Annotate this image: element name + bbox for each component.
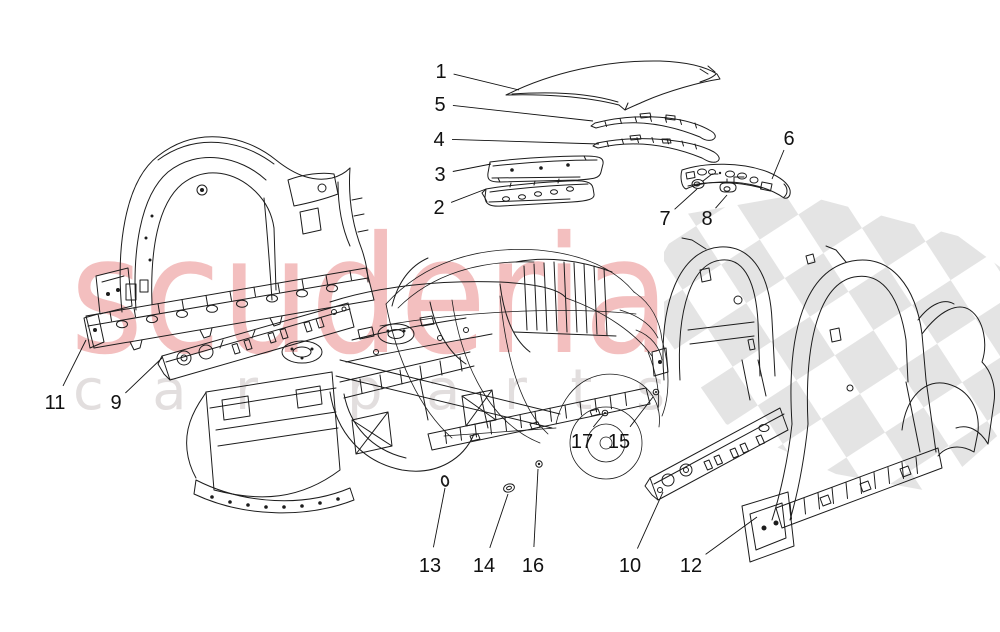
fastener-bolt-15 — [652, 388, 660, 396]
callout-leader-5 — [452, 104, 594, 122]
fastener-clip-14 — [503, 483, 515, 493]
callout-leader-1 — [453, 73, 520, 91]
callout-leader-11 — [62, 339, 87, 387]
part-side-panel-inner — [644, 237, 789, 501]
callout-leader-7 — [674, 188, 698, 210]
callout-number-8: 8 — [701, 208, 712, 230]
callout-number-10: 10 — [619, 555, 641, 577]
part-rear-header-rail — [680, 163, 791, 199]
callout-number-2: 2 — [433, 197, 444, 219]
callout-number-11: 11 — [45, 392, 66, 414]
callout-number-5: 5 — [434, 94, 445, 116]
callout-leader-4 — [451, 138, 600, 145]
callout-number-14: 14 — [473, 555, 495, 577]
callout-leader-14 — [489, 493, 509, 549]
callout-number-17: 17 — [571, 431, 593, 453]
watermark-brand-text: scuderia — [70, 203, 670, 391]
fastener-clip-8 — [719, 176, 745, 193]
watermark: scuderia car parts — [70, 194, 1000, 492]
callout-number-3: 3 — [434, 164, 445, 186]
fastener-nut-17 — [601, 409, 609, 417]
part-roof-bow-rear — [592, 134, 720, 163]
callout-leader-2 — [450, 188, 487, 203]
part-bodyside-inner-frame — [83, 136, 375, 351]
part-roof-panel — [505, 60, 721, 111]
callout-leader-6 — [771, 149, 785, 180]
callout-number-13: 13 — [419, 555, 441, 577]
callout-number-15: 15 — [608, 431, 630, 453]
callout-leader-12 — [705, 516, 758, 555]
part-roof-inner-panel — [487, 155, 604, 183]
part-side-panel-outer — [741, 245, 995, 563]
callout-number-16: 16 — [522, 555, 544, 577]
part-roof-inner-panel-2 — [481, 178, 595, 207]
checkered-flag-watermark — [664, 194, 1000, 492]
part-roof-bow-front — [590, 112, 716, 141]
callout-leader-10 — [636, 491, 664, 549]
part-sill-reinforcement — [157, 302, 355, 381]
fastener-nut-16 — [535, 460, 543, 468]
callout-leader-17 — [592, 414, 604, 428]
callout-number-4: 4 — [433, 129, 444, 151]
callout-number-12: 12 — [680, 555, 702, 577]
callout-number-9: 9 — [110, 392, 121, 414]
callout-number-6: 6 — [783, 128, 794, 150]
callout-leader-16 — [533, 468, 539, 548]
callout-number-7: 7 — [659, 208, 670, 230]
callout-leader-15 — [629, 396, 654, 428]
callout-leader-3 — [452, 163, 492, 172]
fastener-clip-7 — [691, 173, 719, 189]
fastener-grommet-13 — [440, 475, 450, 487]
ghost-car-outline — [379, 249, 669, 480]
callout-leader-13 — [432, 487, 446, 548]
callout-leader-9 — [125, 357, 163, 394]
callout-number-1: 1 — [435, 61, 446, 83]
callout-leader-8 — [715, 194, 728, 209]
part-central-bodyshell — [186, 257, 651, 514]
